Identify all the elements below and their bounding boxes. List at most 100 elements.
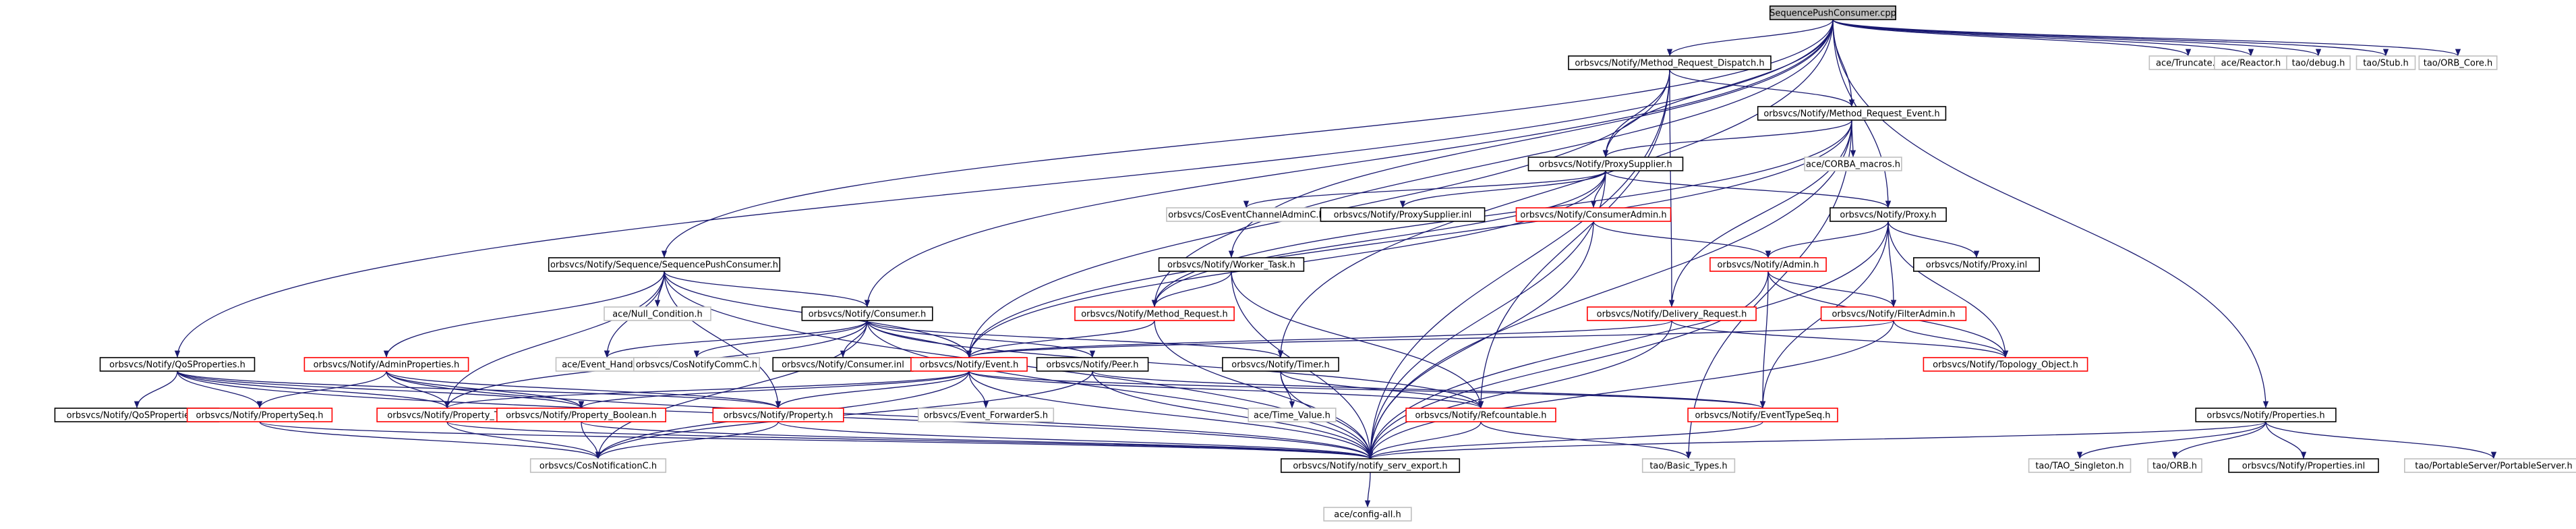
node-methodrequest[interactable]: orbsvcs/Notify/Method_Request.h bbox=[1074, 306, 1235, 321]
node-timevalue[interactable]: ace/Time_Value.h bbox=[1248, 408, 1337, 422]
node-consumerinl[interactable]: orbsvcs/Notify/Consumer.inl bbox=[772, 357, 914, 372]
node-configall[interactable]: ace/config-all.h bbox=[1323, 507, 1412, 522]
edge-peerh-to-eventtypeseq bbox=[1092, 370, 1765, 409]
edge-deliveryrequest-to-servexport bbox=[1367, 320, 1672, 460]
node-taosingleton[interactable]: tao/TAO_Singleton.h bbox=[2028, 458, 2132, 473]
edge-root-to-qosprops bbox=[174, 19, 1834, 358]
node-proxysupplier[interactable]: orbsvcs/Notify/ProxySupplier.h bbox=[1527, 157, 1684, 171]
node-workertask[interactable]: orbsvcs/Notify/Worker_Task.h bbox=[1158, 257, 1305, 272]
node-properties[interactable]: orbsvcs/Notify/Properties.h bbox=[2195, 408, 2337, 422]
edge-root-to-debug bbox=[1832, 19, 2321, 57]
edge-seqpush-to-consumer bbox=[664, 271, 871, 308]
edge-qosprops-to-prop bbox=[177, 370, 781, 409]
node-coseventchannel[interactable]: orbsvcs/CosEventChannelAdminC.h bbox=[1166, 207, 1326, 222]
node-qosprops[interactable]: orbsvcs/Notify/QoSProperties.h bbox=[99, 357, 256, 372]
node-stub[interactable]: tao/Stub.h bbox=[2355, 55, 2416, 70]
node-box bbox=[1568, 55, 1772, 70]
node-peerh[interactable]: orbsvcs/Notify/Peer.h bbox=[1036, 357, 1149, 372]
node-proxy[interactable]: orbsvcs/Notify/Proxy.h bbox=[1829, 207, 1947, 222]
node-proxyinl[interactable]: orbsvcs/Notify/Proxy.inl bbox=[1913, 257, 2041, 272]
node-box bbox=[2228, 458, 2379, 473]
edge-proxy-to-topology bbox=[1887, 221, 2009, 358]
node-mrd[interactable]: orbsvcs/Notify/Method_Request_Dispatch.h bbox=[1568, 55, 1772, 70]
node-mre[interactable]: orbsvcs/Notify/Method_Request_Event.h bbox=[1757, 106, 1947, 121]
edge-qosprops-to-propbool bbox=[177, 370, 584, 409]
node-admin[interactable]: orbsvcs/Notify/Admin.h bbox=[1709, 257, 1827, 272]
node-label: tao/PortableServer/PortableServer.h bbox=[2415, 462, 2572, 472]
node-timer[interactable]: orbsvcs/Notify/Timer.h bbox=[1222, 357, 1339, 372]
node-refcountable[interactable]: orbsvcs/Notify/Refcountable.h bbox=[1405, 408, 1556, 422]
node-eventfwd[interactable]: orbsvcs/Event_ForwarderS.h bbox=[917, 408, 1055, 422]
node-box bbox=[548, 257, 781, 272]
node-reactor[interactable]: ace/Reactor.h bbox=[2214, 55, 2288, 70]
node-consumeradmin[interactable]: orbsvcs/Notify/ConsumerAdmin.h bbox=[1515, 207, 1672, 222]
edge-filteradmin-to-servexport bbox=[1367, 320, 1894, 460]
edge-event-to-propbool bbox=[579, 370, 970, 409]
edge-admin-to-eventtypeseq bbox=[1759, 271, 1769, 409]
node-label: orbsvcs/Notify/Property.h bbox=[724, 411, 833, 421]
edge-mrd-to-mre bbox=[1669, 69, 1855, 107]
node-nullcond[interactable]: ace/Null_Condition.h bbox=[604, 306, 711, 321]
node-basictypes[interactable]: tao/Basic_Types.h bbox=[1641, 458, 1736, 473]
edge-consumer-to-eventhandler bbox=[604, 320, 868, 358]
node-label: orbsvcs/Notify/Property_T.h bbox=[387, 411, 506, 421]
node-cosnotifycomm[interactable]: orbsvcs/CosNotifyCommC.h bbox=[633, 357, 760, 372]
node-event[interactable]: orbsvcs/Notify/Event.h bbox=[910, 357, 1028, 372]
node-eventtypeseq[interactable]: orbsvcs/Notify/EventTypeSeq.h bbox=[1687, 408, 1838, 422]
node-orbcore[interactable]: tao/ORB_Core.h bbox=[2418, 55, 2498, 70]
node-propseq[interactable]: orbsvcs/Notify/PropertySeq.h bbox=[186, 408, 333, 422]
node-box bbox=[1515, 207, 1672, 222]
edge-propseq-to-cosnotification bbox=[259, 421, 601, 460]
edge-consumer-to-consumerinl bbox=[840, 320, 868, 358]
node-propertiesinl[interactable]: orbsvcs/Notify/Properties.inl bbox=[2228, 458, 2379, 473]
node-label: orbsvcs/CosNotificationC.h bbox=[539, 462, 657, 472]
edge-seqpush-to-propt bbox=[444, 271, 665, 409]
edge-consumeradmin-to-servexport bbox=[1367, 221, 1594, 460]
node-box bbox=[1687, 408, 1838, 422]
node-label: orbsvcs/Notify/notify_serv_export.h bbox=[1293, 462, 1447, 472]
node-eventhandler[interactable]: ace/Event_Handler.h bbox=[555, 357, 659, 372]
edge-mre-to-event bbox=[966, 119, 1852, 358]
node-consumer[interactable]: orbsvcs/Notify/Consumer.h bbox=[801, 306, 933, 321]
node-label: orbsvcs/Notify/Event.h bbox=[920, 360, 1019, 370]
node-box bbox=[303, 357, 469, 372]
edge-proxysupplier-to-servexport bbox=[1367, 170, 1606, 460]
node-box bbox=[1248, 408, 1337, 422]
node-box bbox=[712, 408, 844, 422]
node-adminprops[interactable]: orbsvcs/Notify/AdminProperties.h bbox=[303, 357, 469, 372]
node-box bbox=[1281, 458, 1461, 473]
node-prop[interactable]: orbsvcs/Notify/Property.h bbox=[712, 408, 844, 422]
edge-servexport-to-configall bbox=[1364, 472, 1371, 508]
node-box bbox=[1074, 306, 1235, 321]
node-label: orbsvcs/Notify/Admin.h bbox=[1718, 260, 1819, 271]
node-portableserver[interactable]: tao/PortableServer/PortableServer.h bbox=[2404, 458, 2576, 473]
node-topology[interactable]: orbsvcs/Notify/Topology_Object.h bbox=[1923, 357, 2088, 372]
node-corbamacros[interactable]: ace/CORBA_macros.h bbox=[1804, 157, 1902, 171]
edge-refcountable-to-basictypes bbox=[1480, 421, 1692, 460]
node-orbh[interactable]: tao/ORB.h bbox=[2147, 458, 2202, 473]
edge-seqpush-to-adminprops bbox=[383, 271, 665, 358]
edge-deliveryrequest-to-event bbox=[966, 320, 1672, 358]
node-root[interactable]: SequencePushConsumer.cpp bbox=[1769, 5, 1897, 20]
node-truncate[interactable]: ace/Truncate.h bbox=[2148, 55, 2228, 70]
node-filteradmin[interactable]: orbsvcs/Notify/FilterAdmin.h bbox=[1820, 306, 1967, 321]
node-box bbox=[1158, 257, 1305, 272]
node-label: ace/Truncate.h bbox=[2156, 59, 2221, 69]
edge-proxy-to-filteradmin bbox=[1887, 221, 1897, 308]
node-box bbox=[1641, 458, 1736, 473]
node-deliveryrequest[interactable]: orbsvcs/Notify/Delivery_Request.h bbox=[1587, 306, 1757, 321]
node-propbool[interactable]: orbsvcs/Notify/Property_Boolean.h bbox=[496, 408, 667, 422]
node-label: orbsvcs/Notify/Properties.inl bbox=[2242, 462, 2365, 472]
node-seqpush[interactable]: orbsvcs/Notify/Sequence/SequencePushCons… bbox=[548, 257, 781, 272]
node-propt[interactable]: orbsvcs/Notify/Property_T.h bbox=[376, 408, 518, 422]
edge-workertask-to-methodrequest bbox=[1151, 271, 1232, 308]
node-label: orbsvcs/Notify/FilterAdmin.h bbox=[1832, 310, 1955, 320]
node-debug[interactable]: tao/debug.h bbox=[2286, 55, 2351, 70]
edge-filteradmin-to-event bbox=[966, 320, 1894, 358]
node-box bbox=[1527, 157, 1684, 171]
node-cosnotification[interactable]: orbsvcs/CosNotificationC.h bbox=[529, 458, 667, 473]
node-box bbox=[2404, 458, 2576, 473]
node-servexport[interactable]: orbsvcs/Notify/notify_serv_export.h bbox=[1281, 458, 1461, 473]
node-proxysupplierinl[interactable]: orbsvcs/Notify/ProxySupplier.inl bbox=[1320, 207, 1486, 222]
node-qospropsinl[interactable]: orbsvcs/Notify/QoSProperties.inl bbox=[54, 408, 220, 422]
